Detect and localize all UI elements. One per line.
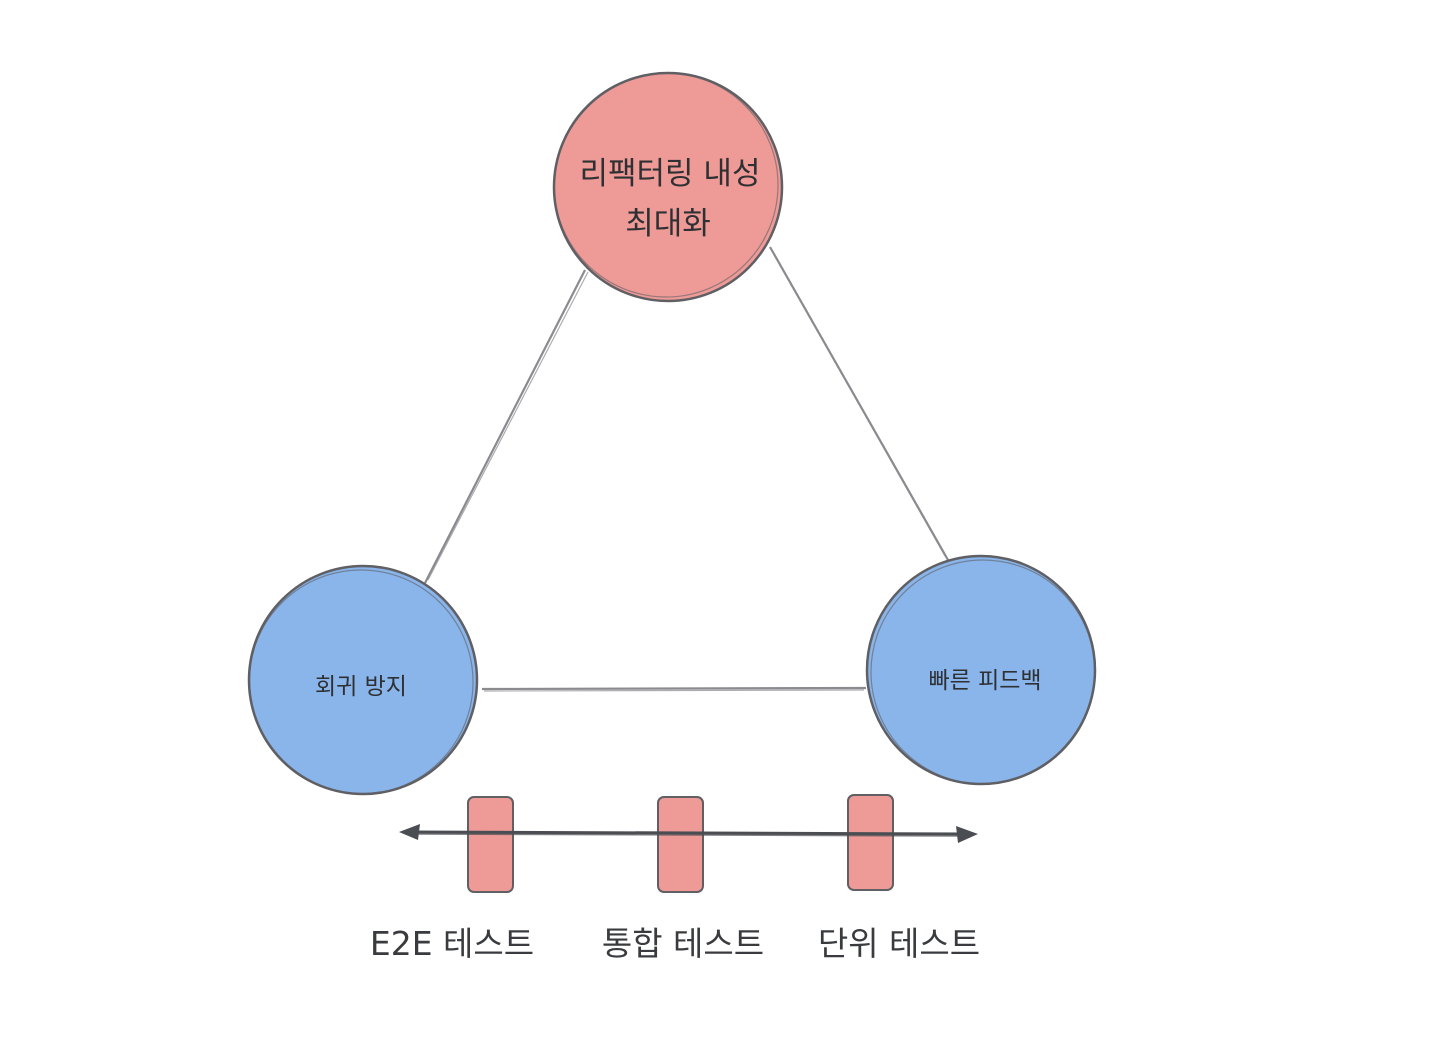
spectrum-arrow-line (409, 830, 967, 836)
marker-e2e (467, 796, 514, 893)
marker-unit (847, 794, 894, 891)
edge-top-left (424, 269, 586, 584)
edge-top-right-sketch (771, 249, 946, 557)
spectrum-arrow-line-sketch (411, 833, 965, 837)
node-right-sketch (870, 559, 1096, 785)
node-right-label: 빠른 피드백 (928, 668, 1041, 694)
arrowhead-left (399, 824, 420, 840)
edge-top-left-sketch (427, 271, 589, 581)
spectrum: E2E 테스트 통합 테스트 단위 테스트 (370, 794, 980, 963)
node-right: 빠른 피드백 (865, 554, 1097, 786)
node-top-label-line1: 리팩터링 내성 (580, 156, 761, 192)
arrowhead-right (956, 826, 978, 843)
label-unit-test: 단위 테스트 (818, 924, 980, 963)
node-top-sketch (553, 72, 779, 298)
label-e2e-test: E2E 테스트 (370, 924, 534, 963)
label-integration-test: 통합 테스트 (602, 924, 764, 963)
edge-left-right (481, 686, 867, 691)
node-top: 리팩터링 내성 최대화 (552, 71, 784, 303)
triangle-edges (424, 246, 949, 692)
node-left-sketch (248, 569, 474, 795)
marker-integration (657, 796, 704, 893)
node-top-label-line2: 최대화 (625, 206, 711, 242)
node-left: 회귀 방지 (247, 564, 479, 796)
node-left-label: 회귀 방지 (315, 674, 407, 700)
edge-left-right-sketch (483, 689, 865, 692)
